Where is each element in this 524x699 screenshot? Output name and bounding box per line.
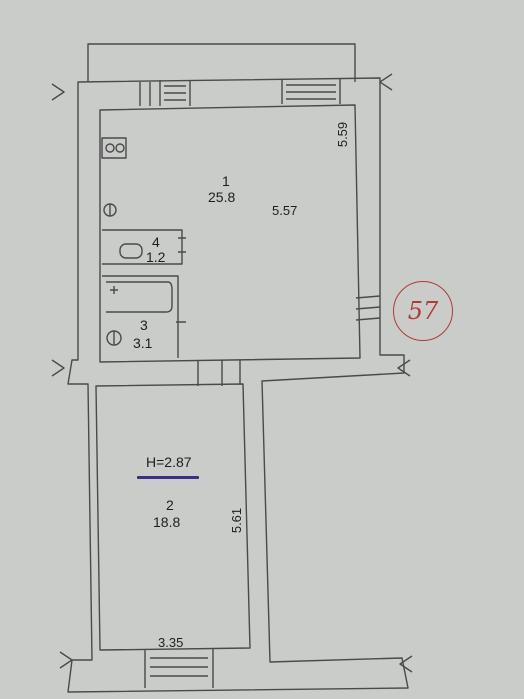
wc-partition bbox=[102, 229, 183, 265]
dimension-room-2-depth: 5.61 bbox=[229, 507, 245, 534]
door-hall bbox=[197, 360, 241, 386]
partition-studs bbox=[176, 237, 186, 323]
door-top bbox=[139, 82, 151, 106]
toilet-bowl bbox=[119, 243, 143, 259]
room-4-number: 4 bbox=[152, 234, 160, 250]
wall-break-left bbox=[51, 83, 73, 669]
outer-wall bbox=[67, 77, 409, 693]
inner-wall-lower bbox=[95, 383, 251, 651]
stove-burner bbox=[115, 143, 125, 153]
stove-burner bbox=[105, 143, 115, 153]
inner-wall-upper bbox=[99, 104, 361, 363]
bath-partition bbox=[102, 275, 179, 358]
room-2-area: 18.8 bbox=[153, 514, 181, 530]
stove bbox=[101, 137, 127, 159]
room-4-area: 1.2 bbox=[146, 249, 166, 265]
apartment-number-stamp-text: 57 bbox=[407, 297, 439, 325]
room-3-number: 3 bbox=[140, 317, 148, 333]
ceiling-height-label: H=2.87 bbox=[146, 454, 192, 470]
balcony-outline bbox=[87, 43, 356, 82]
room-2-number: 2 bbox=[166, 497, 174, 513]
window-bottom bbox=[144, 648, 214, 688]
room-3-area: 3.1 bbox=[133, 335, 153, 351]
wall-break-right bbox=[379, 73, 413, 673]
window-top-left bbox=[159, 80, 191, 106]
room-1-number: 1 bbox=[222, 173, 230, 189]
room-1-area: 25.8 bbox=[208, 189, 236, 205]
bath-inner bbox=[106, 281, 173, 313]
dimension-room-1-depth: 5.59 bbox=[335, 121, 351, 148]
dimension-room-2-width: 3.35 bbox=[158, 635, 184, 650]
window-top-right bbox=[281, 78, 341, 104]
window-right bbox=[355, 295, 381, 321]
ceiling-height-underline bbox=[137, 476, 199, 479]
bath-tap bbox=[110, 286, 118, 294]
apartment-number-stamp: 57 bbox=[393, 281, 453, 341]
dimension-room-1-width: 5.57 bbox=[272, 203, 298, 218]
